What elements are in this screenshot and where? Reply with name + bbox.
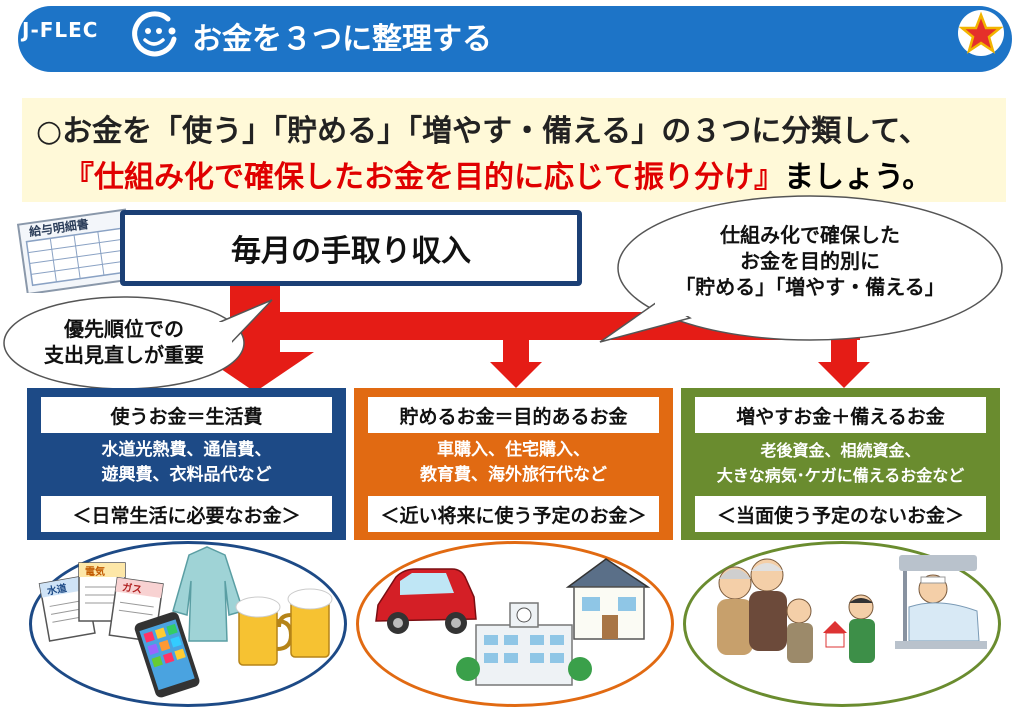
category-desc-line: 大きな病気･ケガに備えるお金など bbox=[716, 466, 965, 485]
category-grow: 増やすお金＋備えるお金 老後資金、相続資金、 大きな病気･ケガに備えるお金など … bbox=[681, 388, 1000, 540]
right-bubble bbox=[617, 195, 1003, 341]
category-save: 貯めるお金＝目的あるお金 車購入、住宅購入、 教育費、海外旅行代など ＜近い将来… bbox=[354, 388, 673, 540]
right-bubble-text: 仕組み化で確保した お金を目的別に 「貯める」「増やす・備える」 bbox=[640, 222, 980, 300]
right-bubble-line: お金を目的別に bbox=[740, 249, 880, 273]
smile-logo-icon bbox=[132, 11, 177, 57]
grow-arrow-head bbox=[818, 362, 870, 388]
intro-text-line2: 『仕組み化で確保したお金を目的に応じて振り分け』ましょう。 bbox=[64, 152, 932, 196]
category-desc: 水道光熱費、通信費、 遊興費、衣料品代など bbox=[33, 438, 340, 488]
house-icon bbox=[565, 558, 651, 640]
save-arrow-head bbox=[490, 362, 542, 388]
family-house-gift-icon bbox=[786, 594, 875, 663]
category-desc-line: 教育費、海外旅行代など bbox=[420, 465, 607, 485]
right-bubble-line: 「貯める」「増やす・備える」 bbox=[675, 275, 945, 299]
category-footer: ＜近い将来に使う予定のお金＞ bbox=[368, 496, 659, 532]
category-spend: 使うお金＝生活費 水道光熱費、通信費、 遊興費、衣料品代など ＜日常生活に必要な… bbox=[27, 388, 346, 540]
save-arrow-shaft bbox=[503, 330, 529, 364]
elderly-couple-icon bbox=[717, 558, 787, 655]
school-icon bbox=[456, 602, 592, 686]
page-title: お金を３つに整理する bbox=[192, 22, 492, 57]
star-badge bbox=[958, 10, 1004, 56]
beer-icon bbox=[235, 588, 333, 666]
category-desc: 車購入、住宅購入、 教育費、海外旅行代など bbox=[360, 438, 667, 488]
intro-highlight: 『仕組み化で確保したお金を目的に応じて振り分け』 bbox=[64, 160, 784, 195]
intro-box bbox=[22, 98, 1006, 202]
brand-logo-text: J-FLEC bbox=[22, 18, 99, 42]
bill-electric-label: 電気 bbox=[85, 565, 105, 578]
bill-gas-label: ガス bbox=[121, 580, 143, 596]
intro-tail: ましょう。 bbox=[784, 160, 933, 195]
category-desc: 老後資金、相続資金、 大きな病気･ケガに備えるお金など bbox=[687, 438, 994, 488]
salary-label: 毎月の手取り収入 bbox=[231, 234, 471, 269]
hospital-bed-icon bbox=[895, 555, 987, 649]
bill-water-label: 水道 bbox=[45, 581, 68, 597]
intro-text-line1: ○お金を「使う」「貯める」「増やす・備える」の３つに分類して、 bbox=[36, 114, 929, 149]
star-icon bbox=[958, 11, 1004, 54]
header-bar bbox=[18, 6, 1012, 72]
category-desc-line: 水道光熱費、通信費、 bbox=[101, 440, 272, 460]
category-desc-line: 老後資金、相続資金、 bbox=[760, 441, 921, 460]
smartphone-icon bbox=[134, 612, 200, 698]
grow-illustrations bbox=[717, 555, 987, 663]
left-bubble-line: 支出見直しが重要 bbox=[44, 343, 204, 367]
clothing-icon bbox=[172, 546, 244, 642]
category-title: 貯めるお金＝目的あるお金 bbox=[368, 397, 659, 433]
payslip-illustration: 給与明細書 bbox=[16, 208, 136, 293]
spend-illustrations: 水道 電気 ガス bbox=[38, 546, 333, 698]
salary-box: 毎月の手取り収入 bbox=[120, 210, 582, 286]
category-footer: ＜日常生活に必要なお金＞ bbox=[41, 496, 332, 532]
right-bubble-line: 仕組み化で確保した bbox=[720, 223, 900, 247]
left-bubble-text: 優先順位での 支出見直しが重要 bbox=[14, 316, 234, 368]
category-footer: ＜当面使う予定のないお金＞ bbox=[695, 496, 986, 532]
category-title: 増やすお金＋備えるお金 bbox=[695, 397, 986, 433]
save-illustrations bbox=[375, 558, 651, 686]
category-title: 使うお金＝生活費 bbox=[41, 397, 332, 433]
car-icon bbox=[375, 568, 477, 634]
category-desc-line: 遊興費、衣料品代など bbox=[101, 465, 272, 485]
left-bubble-line: 優先順位での bbox=[64, 317, 184, 341]
category-desc-line: 車購入、住宅購入、 bbox=[437, 440, 590, 460]
